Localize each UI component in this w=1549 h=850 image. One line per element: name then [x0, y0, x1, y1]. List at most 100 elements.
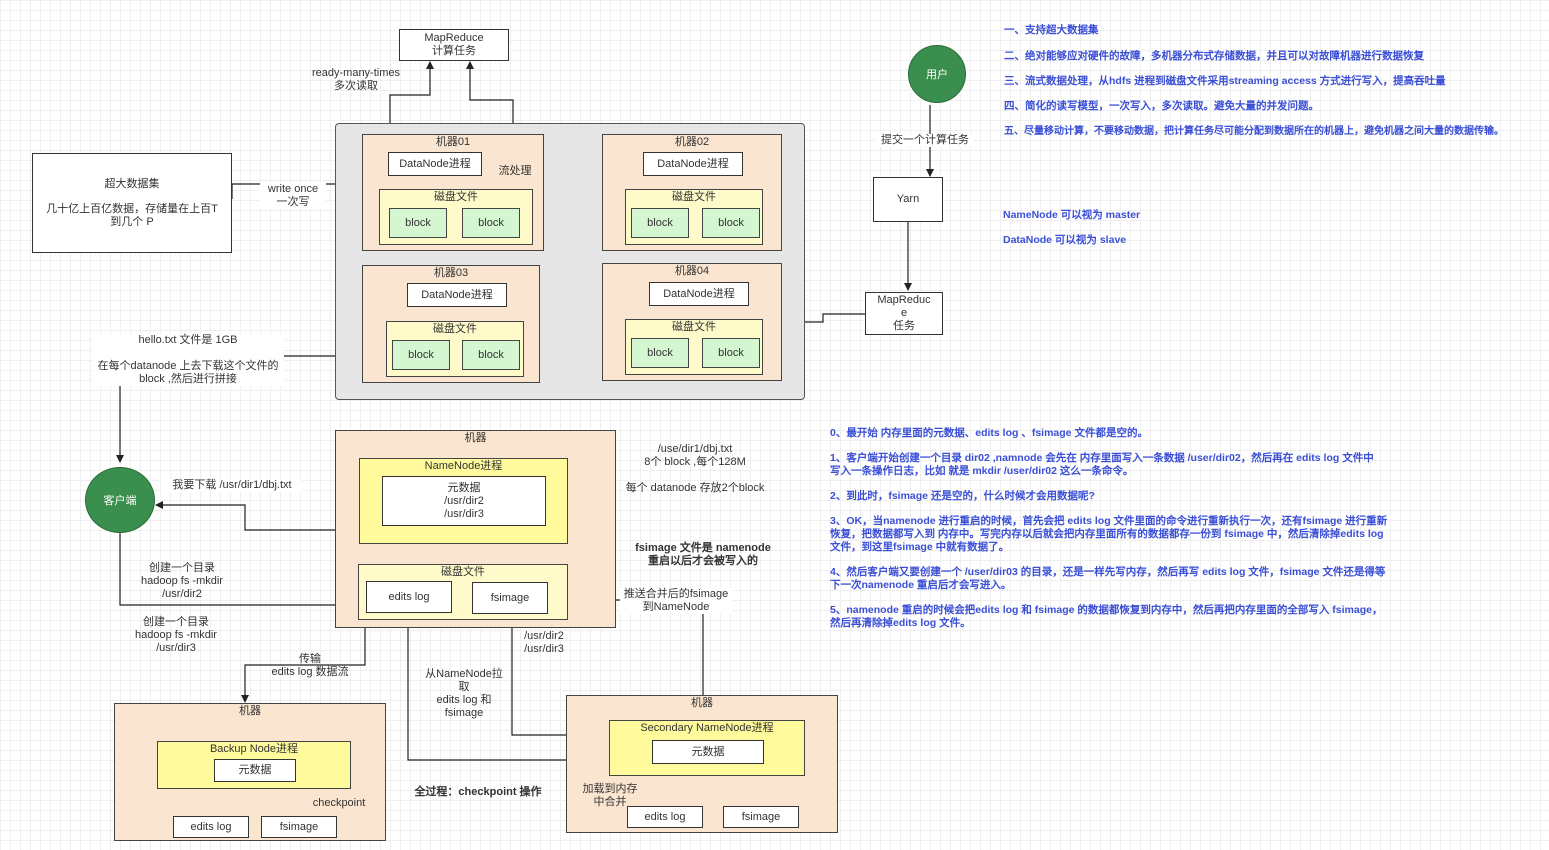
- create3-line1: 创建一个目录: [143, 616, 209, 628]
- pull-line4: fsimage: [444, 707, 484, 719]
- nn-meta-line2: /usr/dir2: [444, 494, 484, 507]
- machine-02-block-1: block: [631, 208, 689, 238]
- client-node: 客户端: [85, 467, 155, 533]
- step-1-line-1: 1、客户端开始创建一个目录 dir02 ,namnode 会先在 内存里面写入一…: [830, 452, 1374, 464]
- secondary-namenode-label: Secondary NameNode进程: [640, 722, 774, 734]
- big-dataset-title: 超大数据集: [104, 177, 160, 190]
- transfer-label: 传输 edits log 数据流: [262, 653, 358, 679]
- machine-03-title: 机器03: [433, 267, 469, 279]
- transfer-line2: edits log 数据流: [271, 666, 349, 678]
- yarn-box: Yarn: [873, 177, 943, 222]
- fsimage-note-line2: 重启以后才会被写入的: [648, 555, 758, 567]
- mapreduce-task-box: MapReduce 计算任务: [399, 29, 509, 61]
- hello-line3: block ,然后进行拼接: [139, 373, 237, 385]
- backup-node-process: Backup Node进程 元数据: [157, 741, 351, 789]
- create2-line2: hadoop fs -mkdir: [141, 575, 223, 587]
- ready-many-line1: ready-many-times: [311, 67, 401, 79]
- namenode-edits-log: edits log: [366, 581, 452, 613]
- machine-04-disk: 磁盘文件 block block: [625, 319, 763, 375]
- step-5: 5、namenode 重启的时候会把edits log 和 fsimage 的数…: [830, 604, 1545, 630]
- step-5-line-1: 5、namenode 重启的时候会把edits log 和 fsimage 的数…: [830, 604, 1383, 616]
- step-2: 2、到此时，fsimage 还是空的，什么时候才会用数据呢?: [830, 490, 1545, 503]
- machine-04-block-1: block: [631, 338, 689, 368]
- backup-fsimage: fsimage: [261, 816, 337, 838]
- write-once-line1: write once: [267, 183, 319, 195]
- namenode-process-label: NameNode进程: [424, 460, 503, 472]
- machine-04-disk-label: 磁盘文件: [672, 321, 716, 333]
- dbj-line2: 8个 block ,每个128M: [644, 456, 746, 468]
- nn-meta-line3: /usr/dir3: [444, 507, 484, 520]
- create2-line3: /usr/dir2: [162, 588, 202, 600]
- create3-line3: /usr/dir3: [156, 642, 196, 654]
- machine-02-datanode: DataNode进程: [643, 152, 743, 176]
- backup-metadata: 元数据: [214, 759, 296, 782]
- dirs-line1: /usr/dir2: [524, 630, 564, 642]
- full-process-label: 全过程：checkpoint 操作: [414, 786, 542, 798]
- secondary-fsimage: fsimage: [723, 806, 799, 828]
- transfer-line1: 传输: [299, 653, 321, 665]
- backup-machine: 机器 Backup Node进程 元数据 edits log fsimage c…: [114, 703, 386, 841]
- step-2-line-1: 2、到此时，fsimage 还是空的，什么时候才会用数据呢?: [830, 490, 1095, 502]
- create2-line1: 创建一个目录: [149, 562, 215, 574]
- push-merged-line1: 推送合并后的fsimage: [623, 588, 729, 600]
- feature-2: 二、绝对能够应对硬件的故障，多机器分布式存储数据，并且可以对故障机器进行数据恢复: [1004, 50, 1424, 62]
- mr-task-line3: 任务: [893, 320, 915, 332]
- step-0: 0、最开始 内存里面的元数据、edits log 、fsimage 文件都是空的…: [830, 427, 1545, 440]
- dbj-line3: 每个 datanode 存放2个block: [625, 482, 765, 494]
- backup-edits-log: edits log: [173, 816, 249, 838]
- fsimage-note-line1: fsimage 文件是 namenode: [635, 542, 771, 554]
- secondary-metadata: 元数据: [652, 740, 764, 764]
- mr-task-line2: e: [900, 307, 908, 319]
- pull-label: 从NameNode拉 取 edits log 和 fsimage: [418, 668, 510, 720]
- machine-01-disk-label: 磁盘文件: [434, 191, 478, 203]
- hello-line2: 在每个datanode 上去下载这个文件的: [97, 360, 279, 372]
- create-dir3-label: 创建一个目录 hadoop fs -mkdir /usr/dir3: [124, 616, 228, 655]
- feature-1: 一、支持超大数据集: [1004, 24, 1099, 36]
- machine-03-datanode: DataNode进程: [407, 283, 507, 307]
- machine-04-block-2: block: [702, 338, 760, 368]
- namenode-disk-label: 磁盘文件: [441, 566, 485, 578]
- step-1-line-2: 写入一条操作日志，比如 就是 mkdir /user/dir02 这么一条命令。: [830, 465, 1134, 477]
- pull-line3: edits log 和: [436, 694, 492, 706]
- namenode-metadata: 元数据 /usr/dir2 /usr/dir3: [382, 476, 546, 526]
- ready-many-line2: 多次读取: [334, 80, 378, 92]
- namenode-machine-title: 机器: [464, 432, 487, 444]
- step-1: 1、客户端开始创建一个目录 dir02 ,namnode 会先在 内存里面写入一…: [830, 452, 1545, 478]
- namenode-disk: 磁盘文件 edits log fsimage: [358, 564, 568, 620]
- nn-meta-line1: 元数据: [447, 481, 481, 494]
- step-3-line-1: 3、OK，当namenode 进行重启的时候，首先会把 edits log 文件…: [830, 515, 1388, 527]
- big-dataset-line2: 到几个 P: [110, 215, 154, 228]
- feature-5: 五、尽量移动计算，不要移动数据，把计算任务尽可能分配到数据所在的机器上，避免机器…: [1004, 126, 1504, 137]
- big-dataset-line1: 几十亿上百亿数据，存储量在上百T: [46, 202, 218, 215]
- step-3-line-3: 文件，到这里fsimage 中就有数据了。: [830, 541, 1010, 553]
- push-merged-line2: 到NameNode: [642, 601, 710, 613]
- secondary-edits-log: edits log: [627, 806, 703, 828]
- machine-03-disk: 磁盘文件 block block: [386, 321, 524, 377]
- machine-02-disk-label: 磁盘文件: [672, 191, 716, 203]
- feature-4: 四、简化的读写模型，一次写入，多次读取。避免大量的并发问题。: [1004, 100, 1319, 112]
- backup-machine-title: 机器: [239, 705, 261, 717]
- role-master: NameNode 可以视为 master: [1003, 209, 1141, 221]
- step-5-line-2: 然后再清除掉edits log 文件。: [830, 617, 971, 629]
- machine-03-block-2: block: [462, 340, 520, 370]
- machine-02-disk: 磁盘文件 block block: [625, 189, 763, 245]
- machine-03: 机器03 DataNode进程 磁盘文件 block block: [362, 265, 540, 383]
- hello-line1: hello.txt 文件是 1GB: [138, 334, 238, 346]
- pull-line1: 从NameNode拉: [425, 668, 503, 680]
- namenode-process: NameNode进程 元数据 /usr/dir2 /usr/dir3: [359, 458, 568, 544]
- machine-01-title: 机器01: [435, 136, 471, 148]
- create3-line2: hadoop fs -mkdir: [135, 629, 217, 641]
- feature-3: 三、流式数据处理，从hdfs 进程到磁盘文件采用streaming access…: [1004, 75, 1446, 87]
- machine-02-title: 机器02: [674, 136, 710, 148]
- role-slave: DataNode 可以视为 slave: [1003, 234, 1127, 246]
- namenode-machine: 机器 NameNode进程 元数据 /usr/dir2 /usr/dir3 磁盘…: [335, 430, 616, 628]
- namenode-fsimage: fsimage: [472, 582, 548, 614]
- dirs-line2: /usr/dir3: [524, 643, 564, 655]
- machine-01: 机器01 DataNode进程 磁盘文件 block block: [362, 134, 544, 251]
- machine-03-block-1: block: [392, 340, 450, 370]
- machine-02: 机器02 DataNode进程 磁盘文件 block block: [602, 134, 782, 251]
- pull-line2: 取: [458, 681, 470, 693]
- checkpoint-label: checkpoint: [312, 797, 366, 809]
- dirs-label: /usr/dir2 /usr/dir3: [514, 630, 574, 656]
- mr-task-line1: MapReduc: [877, 294, 931, 306]
